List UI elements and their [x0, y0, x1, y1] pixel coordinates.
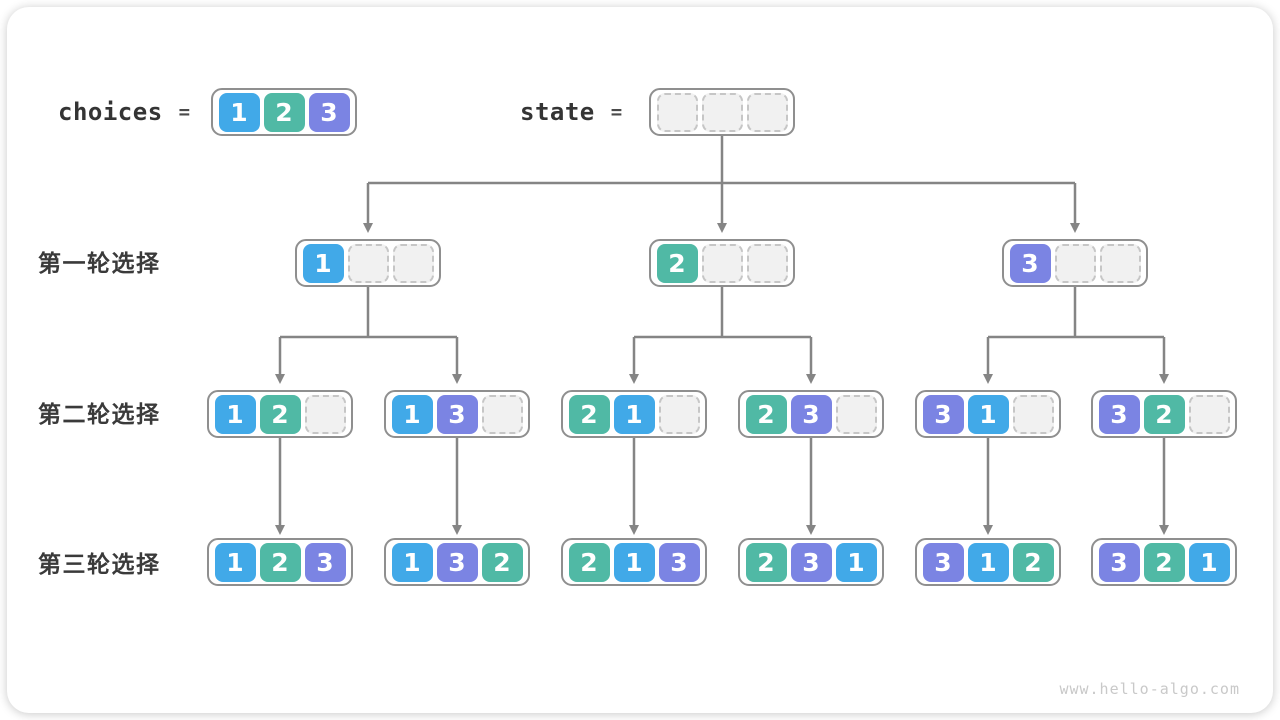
equals-sign: = [178, 101, 191, 123]
value-cell: 1 [967, 542, 1009, 582]
state-label: state = [520, 88, 622, 136]
empty-slot [701, 92, 743, 132]
value-cell: 3 [922, 542, 964, 582]
empty-slot [835, 394, 877, 434]
value-cell: 1 [613, 394, 655, 434]
value-cell: 3 [304, 542, 346, 582]
value-cell: 3 [790, 394, 832, 434]
value-cell: 1 [391, 394, 433, 434]
round-1-label: 第一轮选择 [38, 250, 161, 276]
value-cell: 1 [613, 542, 655, 582]
value-cell: 2 [745, 542, 787, 582]
value-cell: 2 [1143, 394, 1185, 434]
value-cell: 2 [1143, 542, 1185, 582]
value-cell: 1 [302, 243, 344, 283]
value-cell: 1 [1188, 542, 1230, 582]
value-cell: 2 [1012, 542, 1054, 582]
empty-slot [656, 92, 698, 132]
round-2-label: 第二轮选择 [38, 401, 161, 427]
empty-slot [658, 394, 700, 434]
empty-slot [1188, 394, 1230, 434]
value-cell: 3 [658, 542, 700, 582]
empty-slot [481, 394, 523, 434]
value-cell: 1 [214, 542, 256, 582]
value-cell: 2 [259, 394, 301, 434]
value-cell: 2 [263, 92, 305, 132]
value-cell: 2 [745, 394, 787, 434]
round1-box: 1 [295, 239, 441, 287]
round1-box: 2 [649, 239, 795, 287]
value-cell: 2 [259, 542, 301, 582]
empty-slot [304, 394, 346, 434]
empty-slot [1012, 394, 1054, 434]
value-cell: 1 [835, 542, 877, 582]
value-cell: 3 [790, 542, 832, 582]
choices-var-name: choices [58, 98, 163, 126]
value-cell: 1 [391, 542, 433, 582]
state-var-name: state [520, 98, 595, 126]
empty-slot [392, 243, 434, 283]
value-cell: 3 [1098, 542, 1140, 582]
value-cell: 3 [436, 394, 478, 434]
empty-slot [347, 243, 389, 283]
value-cell: 3 [436, 542, 478, 582]
value-cell: 3 [1098, 394, 1140, 434]
empty-slot [701, 243, 743, 283]
value-cell: 1 [218, 92, 260, 132]
value-cell: 3 [1009, 243, 1051, 283]
equals-sign: = [610, 101, 623, 123]
value-cell: 2 [656, 243, 698, 283]
choices-label: choices = [58, 88, 190, 136]
empty-slot [746, 243, 788, 283]
value-cell: 1 [967, 394, 1009, 434]
state-box [649, 88, 795, 136]
empty-slot [746, 92, 788, 132]
value-cell: 3 [922, 394, 964, 434]
empty-slot [1054, 243, 1096, 283]
value-cell: 2 [568, 542, 610, 582]
round-3-label: 第三轮选择 [38, 551, 161, 577]
value-cell: 1 [214, 394, 256, 434]
value-cell: 2 [568, 394, 610, 434]
empty-slot [1099, 243, 1141, 283]
round1-box: 3 [1002, 239, 1148, 287]
watermark: www.hello-algo.com [1059, 680, 1240, 698]
value-cell: 2 [481, 542, 523, 582]
value-cell: 3 [308, 92, 350, 132]
